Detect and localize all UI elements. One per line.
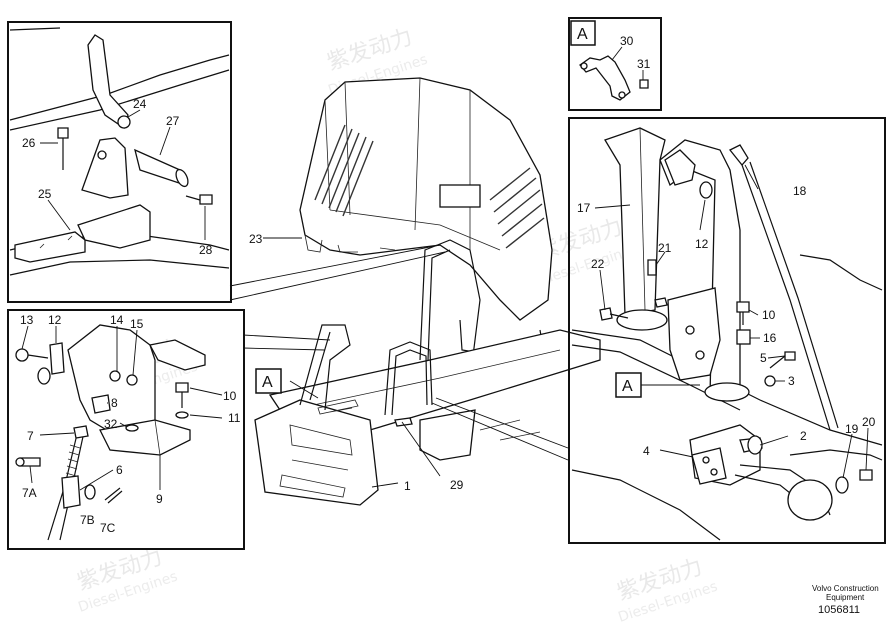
label-20: 20 bbox=[862, 415, 876, 429]
vent-grille-left bbox=[314, 124, 374, 217]
label-18: 18 bbox=[793, 184, 807, 198]
label-12-right: 12 bbox=[695, 237, 709, 251]
label-7B: 7B bbox=[80, 513, 95, 527]
svg-text:Volvo Construction: Volvo Construction bbox=[812, 584, 879, 593]
label-3: 3 bbox=[788, 374, 795, 388]
label-15: 15 bbox=[130, 317, 144, 331]
publisher-credit: Volvo Construction Equipment 1056811 bbox=[812, 584, 879, 616]
part-labels: 1 2 3 4 5 6 7 7A 7B 7C 8 9 10 10 11 12 1… bbox=[20, 34, 876, 535]
label-25: 25 bbox=[38, 187, 52, 201]
svg-text:A: A bbox=[622, 378, 633, 395]
label-31: 31 bbox=[637, 57, 651, 71]
label-10-left: 10 bbox=[223, 389, 237, 403]
label-7C: 7C bbox=[100, 521, 116, 535]
vent-grille-right bbox=[489, 167, 545, 249]
label-14: 14 bbox=[110, 313, 124, 327]
label-19: 19 bbox=[845, 422, 859, 436]
label-4: 4 bbox=[643, 444, 650, 458]
label-32: 32 bbox=[104, 417, 118, 431]
label-30: 30 bbox=[620, 34, 634, 48]
inset-detail-a-large bbox=[568, 117, 886, 544]
label-11: 11 bbox=[228, 411, 241, 425]
label-9: 9 bbox=[156, 492, 163, 506]
inset-hinge-bracket bbox=[7, 21, 232, 303]
label-2: 2 bbox=[800, 429, 807, 443]
label-6: 6 bbox=[116, 463, 123, 477]
label-13: 13 bbox=[20, 313, 34, 327]
label-10-right: 10 bbox=[762, 308, 776, 322]
label-26: 26 bbox=[22, 136, 36, 150]
label-17: 17 bbox=[577, 201, 591, 215]
svg-text:A: A bbox=[262, 374, 273, 391]
label-24: 24 bbox=[133, 97, 147, 111]
svg-text:A: A bbox=[577, 26, 588, 43]
label-1: 1 bbox=[404, 479, 411, 493]
main-assembly bbox=[254, 77, 601, 506]
svg-text:Equipment: Equipment bbox=[826, 593, 865, 602]
label-28: 28 bbox=[199, 243, 213, 257]
label-8: 8 bbox=[111, 396, 118, 410]
label-22: 22 bbox=[591, 257, 605, 271]
label-7: 7 bbox=[27, 429, 34, 443]
label-21: 21 bbox=[658, 241, 672, 255]
label-7A: 7A bbox=[22, 486, 37, 500]
document-number: 1056811 bbox=[818, 604, 860, 616]
label-16: 16 bbox=[763, 331, 777, 345]
label-27: 27 bbox=[166, 114, 180, 128]
label-23: 23 bbox=[249, 232, 263, 246]
view-marker-right: A bbox=[615, 372, 642, 398]
inset-detail-a-small: A bbox=[568, 17, 662, 111]
label-29: 29 bbox=[450, 478, 464, 492]
view-marker-main: A bbox=[255, 368, 282, 394]
inset-handrail-mount bbox=[7, 309, 245, 550]
label-5: 5 bbox=[760, 351, 767, 365]
label-12-left: 12 bbox=[48, 313, 62, 327]
